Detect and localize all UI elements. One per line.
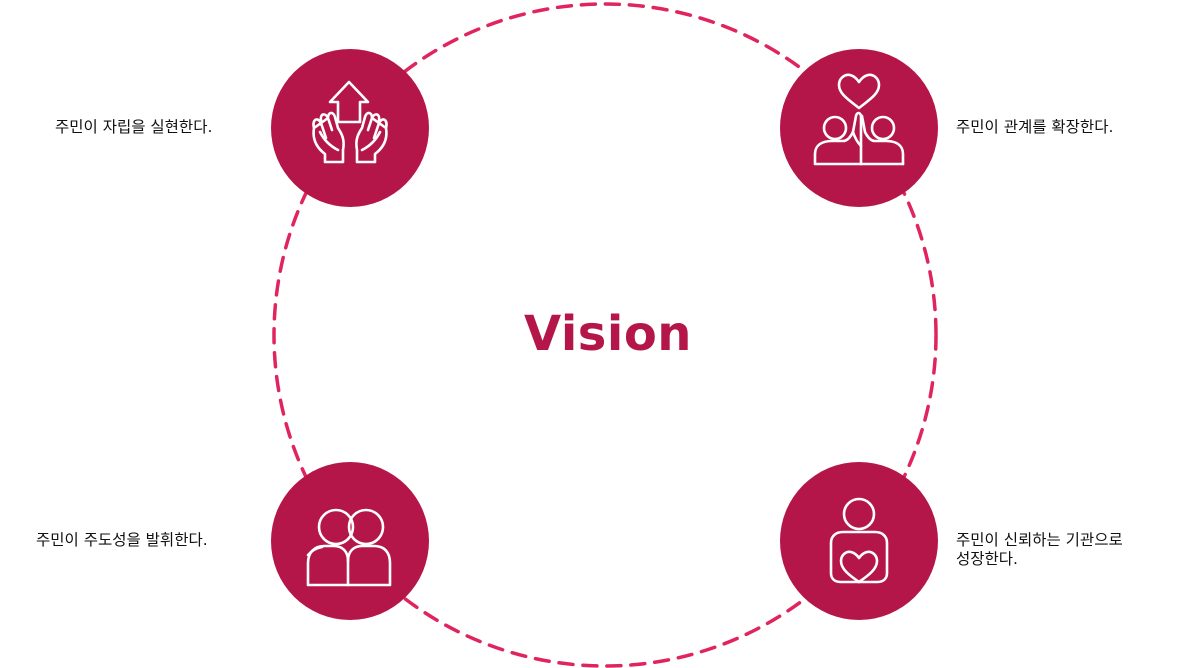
label-initiative: 주민이 주도성을 발휘한다. bbox=[36, 531, 208, 549]
person-heart-icon bbox=[829, 497, 889, 584]
label-trust: 주민이 신뢰하는 기관으로 성장한다. bbox=[956, 531, 1123, 569]
node-trust bbox=[780, 462, 938, 620]
two-people-icon bbox=[306, 508, 392, 587]
vision-title: Vision bbox=[524, 306, 692, 362]
people-heart-icon bbox=[813, 73, 905, 166]
hands-house-icon bbox=[312, 80, 388, 164]
label-self-reliance: 주민이 자립을 실현한다. bbox=[55, 118, 213, 136]
node-self-reliance bbox=[271, 49, 429, 207]
node-relationship bbox=[780, 49, 938, 207]
node-initiative bbox=[271, 462, 429, 620]
label-trust-line1: 주민이 신뢰하는 기관으로 bbox=[956, 531, 1123, 549]
label-relationship: 주민이 관계를 확장한다. bbox=[956, 118, 1114, 136]
label-trust-line2: 성장한다. bbox=[956, 550, 1018, 568]
